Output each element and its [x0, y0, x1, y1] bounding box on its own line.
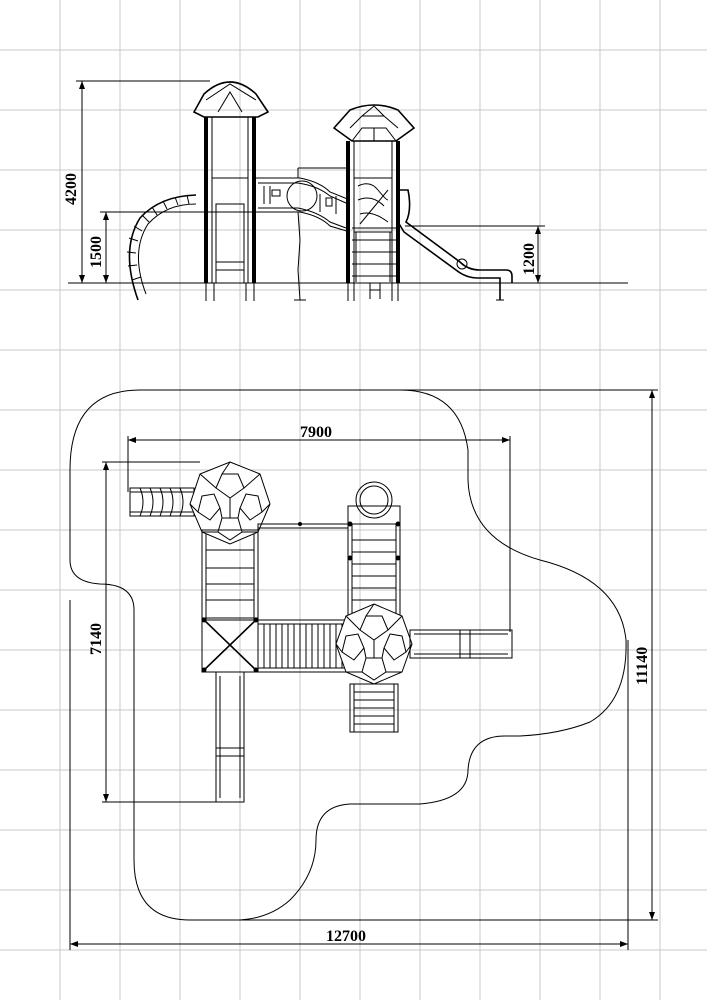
plan-right-slide	[409, 629, 513, 659]
plan-bridge	[257, 522, 349, 621]
dim-elev-height-total: 4200	[63, 173, 80, 205]
right-roof	[332, 104, 416, 142]
plan-left-roof	[189, 461, 271, 545]
plan-left-deck	[201, 529, 259, 621]
dim-elev-platform-right: 1200	[521, 243, 538, 275]
plan-arch-ladder	[129, 487, 195, 517]
plan-right-roof	[335, 603, 413, 685]
plan-right-stairs	[349, 683, 399, 733]
right-slide	[397, 189, 513, 300]
elevation-view: 4200 1500 1200	[63, 80, 628, 301]
dim-plan-depth-total: 11140	[634, 647, 651, 685]
plan-right-tower	[347, 481, 401, 621]
plan-plank-bridge	[257, 619, 349, 673]
dim-plan-width-total: 12700	[326, 928, 366, 945]
dim-elev-platform-left: 1500	[88, 236, 105, 268]
dim-plan-width-inner: 7900	[300, 424, 332, 441]
left-roof	[192, 81, 270, 118]
safety-zone-outline	[69, 389, 627, 921]
plan-view: 7900 7140 12700 11140	[69, 389, 658, 950]
plan-left-slide	[215, 671, 245, 803]
plan-x-platform	[201, 617, 259, 673]
dim-plan-depth-left: 7140	[88, 623, 105, 655]
